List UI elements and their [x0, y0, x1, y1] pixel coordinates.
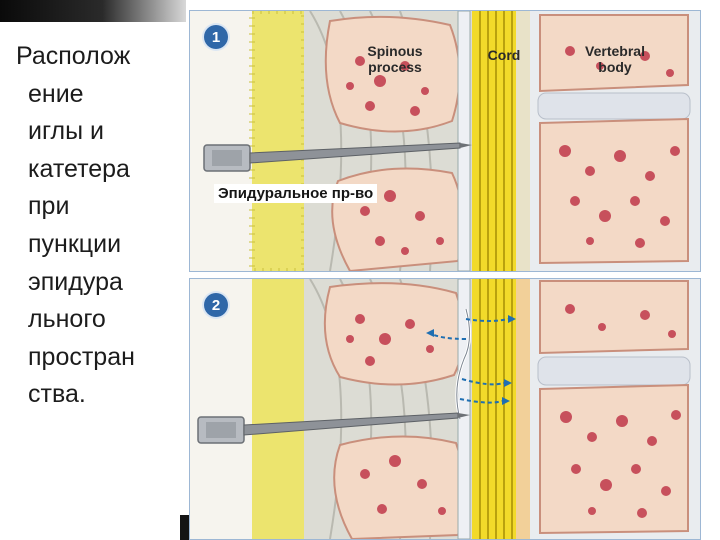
needle-1: [203, 142, 472, 172]
slide-text-line: при: [28, 192, 70, 221]
ligament-strip: [252, 11, 304, 271]
spine-cross-section-2: [197, 279, 700, 539]
panel-number-badge: 1: [204, 25, 228, 49]
slide-corner-band: [0, 0, 186, 22]
panel-needle-placement: 1 Spinous process Cord Vertebral body Эп…: [189, 10, 701, 272]
spinous-process-upper: [324, 15, 461, 133]
slide-text-line: ение: [28, 79, 84, 108]
vertebral-body-lower: [539, 117, 689, 265]
cord-label: Cord: [487, 47, 521, 63]
vertebral-body-upper: [539, 14, 689, 93]
spinous-label-line: process: [368, 59, 422, 75]
slide-edge-band: [180, 515, 190, 540]
slide-text-line: эпидура: [28, 267, 123, 296]
epidural-illustration: 1 Spinous process Cord Vertebral body Эп…: [189, 2, 720, 540]
panel-catheter-placement: 2: [189, 278, 701, 540]
bone-spots-2: [346, 304, 681, 518]
vertebral-body-lower: [539, 383, 689, 535]
ligament-strip: [252, 279, 304, 539]
spread-arrows: [429, 318, 509, 404]
vertebral-label-line: Vertebral: [585, 43, 645, 59]
slide-text-line: простран: [28, 342, 135, 371]
bone-spots-1: [346, 46, 680, 255]
vertebral-label-line: body: [598, 59, 632, 75]
panel-number-badge: 2: [204, 293, 228, 317]
slide-text-line: пункции: [28, 229, 122, 258]
slide-text-line: Располож: [16, 42, 131, 70]
epidural-space-label: Эпидуральное пр-во: [214, 184, 378, 203]
vertebral-body-label: Vertebral body: [570, 43, 660, 75]
slide-text-line: ства.: [28, 380, 86, 409]
slide-text-line: катетера: [28, 154, 130, 183]
slide-body-text: Располож ение иглы и катетера при пункци…: [16, 38, 188, 414]
arrow-heads: [426, 315, 516, 405]
needle-2: [197, 412, 470, 444]
intervertebral-disc: [537, 92, 691, 120]
spinous-process-upper: [323, 282, 465, 386]
intervertebral-disc: [537, 356, 691, 386]
slide-text-line: льного: [28, 305, 106, 334]
spinous-label-line: Spinous: [367, 43, 423, 59]
vertebral-body-upper: [539, 280, 689, 355]
spinous-process-label: Spinous process: [350, 43, 440, 75]
spine-cross-section-1: [203, 11, 700, 271]
spinous-process-lower: [333, 435, 466, 539]
slide-text-line: иглы и: [28, 117, 105, 146]
